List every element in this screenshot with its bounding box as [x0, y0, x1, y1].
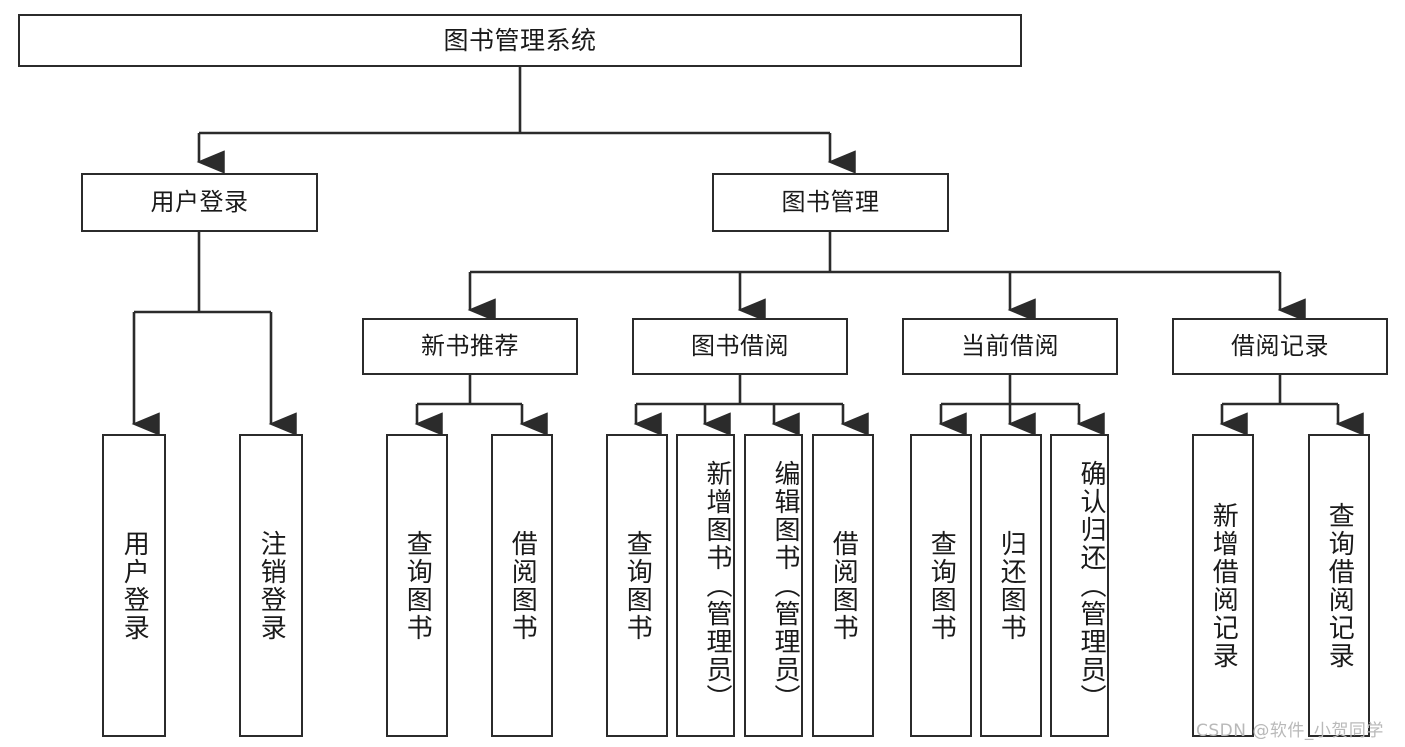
leaf-return-book[interactable]: 归还图书 [980, 434, 1042, 737]
node-new-book-recommend[interactable]: 新书推荐 [362, 318, 578, 375]
leaf-add-book-admin[interactable]: 新增图书（管理员） [676, 434, 735, 737]
leaf-confirm-return-admin[interactable]: 确认归还（管理员） [1050, 434, 1109, 737]
node-book-management[interactable]: 图书管理 [712, 173, 949, 232]
csdn-watermark: CSDN @软件_小贺同学 [1196, 721, 1384, 741]
node-user-login[interactable]: 用户登录 [81, 173, 318, 232]
leaf-query-book-new[interactable]: 查询图书 [386, 434, 448, 737]
leaf-borrow-book-new[interactable]: 借阅图书 [491, 434, 553, 737]
node-borrow-records[interactable]: 借阅记录 [1172, 318, 1388, 375]
node-root[interactable]: 图书管理系统 [18, 14, 1022, 67]
leaf-edit-book-admin[interactable]: 编辑图书（管理员） [744, 434, 803, 737]
node-current-borrow[interactable]: 当前借阅 [902, 318, 1118, 375]
leaf-add-borrow-record[interactable]: 新增借阅记录 [1192, 434, 1254, 737]
leaf-logout[interactable]: 注销登录 [239, 434, 303, 737]
leaf-query-book-borrow[interactable]: 查询图书 [606, 434, 668, 737]
node-book-borrow[interactable]: 图书借阅 [632, 318, 848, 375]
leaf-query-borrow-record[interactable]: 查询借阅记录 [1308, 434, 1370, 737]
leaf-query-book-current[interactable]: 查询图书 [910, 434, 972, 737]
leaf-user-login[interactable]: 用户登录 [102, 434, 166, 737]
leaf-borrow-book[interactable]: 借阅图书 [812, 434, 874, 737]
